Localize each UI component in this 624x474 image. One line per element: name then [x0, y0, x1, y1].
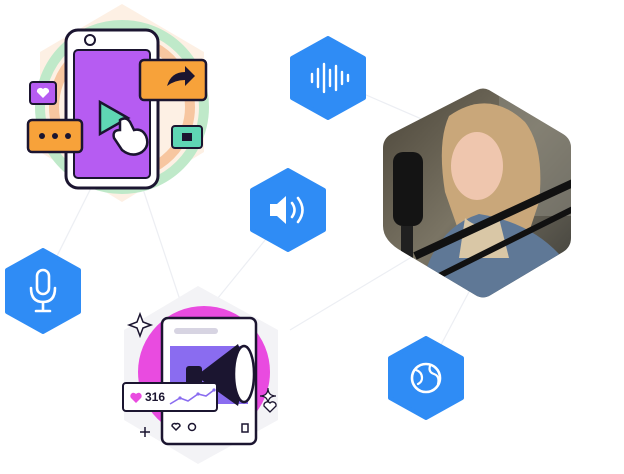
trend-line-icon	[169, 388, 216, 405]
speaker-volume-icon	[270, 196, 304, 224]
megaphone-post-illustration	[124, 286, 278, 464]
globe-badge[interactable]	[386, 336, 466, 420]
speaker-badge[interactable]	[248, 168, 328, 252]
waveform-badge[interactable]	[288, 36, 368, 120]
audio-waveform-icon	[310, 62, 350, 94]
microphone-icon	[29, 268, 57, 313]
like-counter-card: 316	[122, 382, 218, 412]
microphone-badge[interactable]	[3, 248, 83, 334]
heart-icon	[130, 392, 142, 403]
like-count: 316	[145, 390, 166, 404]
globe-icon	[410, 362, 442, 394]
video-social-illustration	[26, 4, 209, 202]
podcaster-photo	[383, 88, 571, 298]
